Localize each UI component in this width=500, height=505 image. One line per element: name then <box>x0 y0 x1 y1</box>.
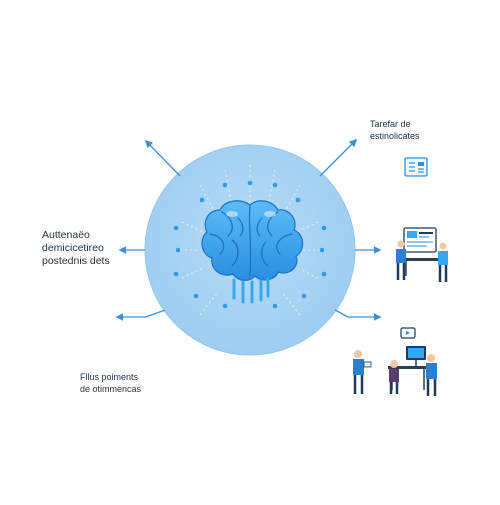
arrow-top-right <box>319 138 358 177</box>
node-dots <box>173 180 327 309</box>
team-working-illustration <box>353 327 437 396</box>
label-right-top: Tarefar de estinolicates <box>370 118 420 142</box>
outward-arrows <box>115 138 382 321</box>
label-left-top-line-2: demicicetireo <box>42 242 104 254</box>
label-right-top-line-1: Tarefar de <box>370 119 411 129</box>
brain-icon <box>201 200 304 304</box>
label-left-bottom: Fllus poiments de otimmencas <box>80 371 141 395</box>
arrow-bottom-left <box>145 309 166 318</box>
label-left-bottom-line-2: de otimmencas <box>80 384 142 394</box>
label-left-top: Auttenaëo demicicetireo postednis dets <box>42 229 110 268</box>
arrow-top-left <box>144 139 181 177</box>
label-right-top-line-2: estinolicates <box>370 131 420 141</box>
label-left-top-line-3: postednis dets <box>42 255 110 267</box>
people-at-dashboard-illustration <box>396 227 448 282</box>
label-left-bottom-line-1: Fllus poiments <box>80 372 139 382</box>
arrow-bottom-right <box>334 309 349 318</box>
document-chart-icon <box>404 157 428 177</box>
label-left-top-line-1: Auttenaëo <box>42 229 90 241</box>
radial-rays <box>175 165 325 316</box>
